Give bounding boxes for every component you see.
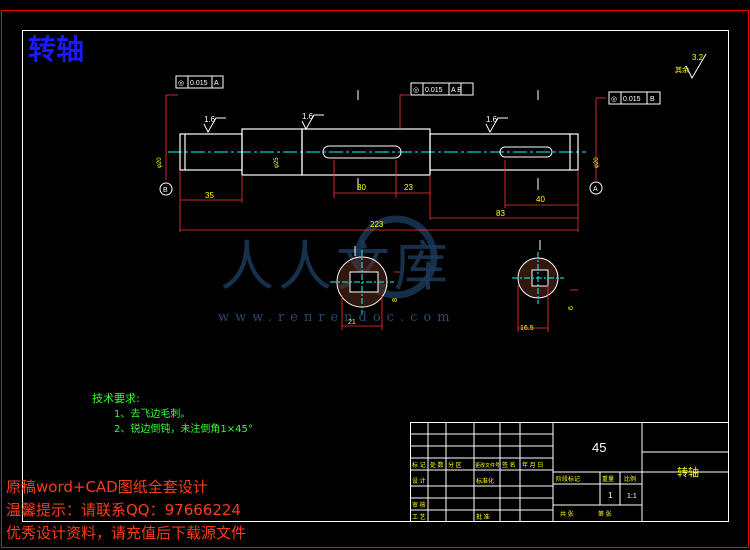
tb-row-label-3: 分 区 bbox=[448, 461, 462, 469]
tech-req-heading: 技术要求: bbox=[92, 392, 140, 405]
datum-label-a: A bbox=[593, 186, 598, 193]
tb-row-label-2: 处 数 bbox=[430, 461, 444, 469]
section-view-left bbox=[330, 250, 394, 314]
tb-col-label-1: 阶段标记 bbox=[556, 475, 580, 483]
tb-left-label-3: 工 艺 bbox=[412, 513, 426, 521]
tb-col-label-3: 比例 bbox=[624, 475, 636, 483]
dim-section-left-w: 21 bbox=[348, 319, 356, 326]
tb-left-label-2: 审 核 bbox=[412, 501, 426, 509]
notice-line-2: 温馨提示：请联系QQ：97666224 bbox=[6, 501, 241, 519]
tb-mid-label-2: 批 准 bbox=[476, 513, 490, 521]
title-block bbox=[410, 422, 729, 522]
tb-row-label-6: 年 月 日 bbox=[522, 461, 543, 469]
tb-scale: 1:1 bbox=[627, 493, 637, 500]
tb-sheet-label-1: 共 张 bbox=[560, 510, 574, 518]
watermark-text: 人人文库 bbox=[220, 235, 452, 298]
roughness-2: 1.6 bbox=[302, 112, 314, 121]
shaft-outline bbox=[179, 128, 579, 176]
tol-frame-3-datum: B bbox=[650, 96, 655, 103]
tol-frame-2-symbol: ◎ bbox=[413, 87, 419, 94]
tb-part-name: 转轴 bbox=[677, 465, 699, 479]
notice-line-1: 原稿word+CAD图纸全套设计 bbox=[6, 478, 208, 496]
dim-section-right-h: 6 bbox=[568, 306, 575, 310]
watermark-url: www.renrendoc.com bbox=[218, 310, 456, 325]
tb-row-label-5: 签 名 bbox=[502, 461, 516, 469]
section-view-right bbox=[512, 252, 564, 304]
roughness-symbols bbox=[203, 53, 707, 134]
dim-section-left-h: 8 bbox=[392, 298, 399, 302]
tol-frame-1-datum: A bbox=[214, 80, 219, 87]
dim-30: 30 bbox=[357, 183, 366, 192]
tb-quantity: 1 bbox=[608, 491, 613, 500]
tol-frame-2-datum: A B bbox=[451, 87, 462, 94]
dim-23: 23 bbox=[404, 183, 413, 192]
notice-line-3: 优秀设计资料，请充值后下载源文件 bbox=[6, 524, 247, 542]
keyways bbox=[322, 145, 553, 159]
tol-frame-3-symbol: ◎ bbox=[611, 96, 617, 103]
tb-row-label-4: 更改文件号 bbox=[475, 462, 500, 469]
drawing-title: 转轴 bbox=[28, 33, 85, 66]
roughness-3: 1.6 bbox=[486, 115, 498, 124]
dimension-lines bbox=[165, 94, 606, 332]
dim-223: 223 bbox=[370, 220, 384, 229]
tol-frame-1-symbol: ◎ bbox=[178, 80, 184, 87]
dim-dia-left: φ20 bbox=[157, 157, 163, 168]
datum-label-b: B bbox=[163, 187, 168, 194]
datum-symbols bbox=[159, 181, 603, 196]
tb-material: 45 bbox=[592, 440, 606, 455]
dim-dia-mid: φ25 bbox=[274, 157, 280, 168]
tol-frame-1-value: 0.015 bbox=[190, 80, 208, 87]
tb-row-label-1: 标 记 bbox=[412, 461, 426, 469]
dim-35: 35 bbox=[205, 191, 214, 200]
tb-col-label-2: 重量 bbox=[602, 475, 614, 483]
tech-req-item-1: 1、去飞边毛刺。 bbox=[114, 409, 191, 420]
dim-section-right-w: 16.5 bbox=[520, 325, 534, 332]
dim-dia-right: φ20 bbox=[594, 157, 600, 168]
tol-frame-3-value: 0.015 bbox=[623, 96, 641, 103]
tb-sheet-label-2: 第 张 bbox=[598, 510, 612, 518]
roughness-1: 1.6 bbox=[204, 115, 216, 124]
tolerance-frames bbox=[175, 75, 661, 105]
keyway-small bbox=[499, 146, 553, 158]
dim-40: 40 bbox=[536, 195, 545, 204]
surface-finish-value: 3.2 bbox=[692, 53, 704, 62]
centre-ticks bbox=[354, 90, 541, 256]
tech-req-item-2: 2、锐边倒钝，未注倒角1×45° bbox=[114, 424, 253, 435]
outer-frame bbox=[1, 10, 749, 548]
tb-mid-label-1: 标准化 bbox=[476, 477, 494, 485]
surface-finish-label: 其余 bbox=[675, 65, 689, 74]
keyway-large bbox=[322, 145, 402, 159]
tb-left-label-1: 设 计 bbox=[412, 477, 426, 485]
inner-frame bbox=[22, 30, 729, 522]
dim-83: 83 bbox=[496, 209, 505, 218]
tol-frame-2-value: 0.015 bbox=[425, 87, 443, 94]
